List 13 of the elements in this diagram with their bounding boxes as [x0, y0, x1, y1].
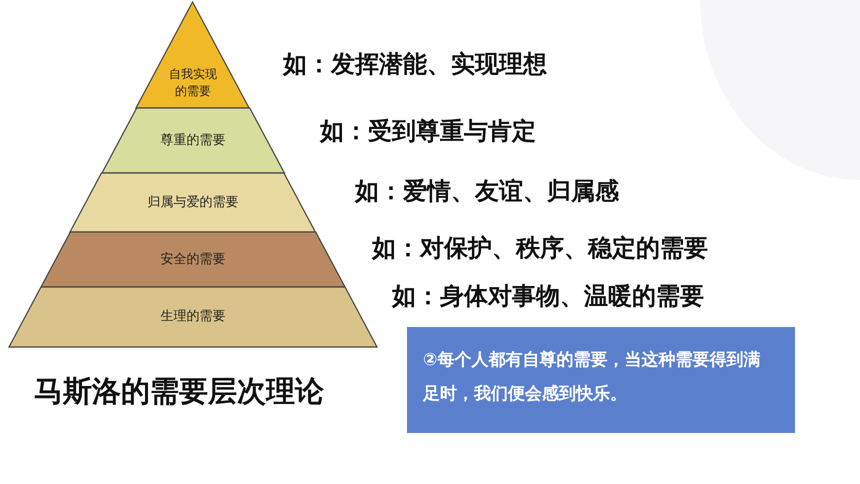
band-label: 尊重的需要 — [159, 132, 226, 148]
band-label: 安全的需要 — [160, 250, 226, 268]
band-label: 自我实现的需要 — [168, 66, 218, 100]
example-text: 如：身体对事物、温暖的需要 — [392, 281, 704, 312]
band-label: 生理的需要 — [160, 308, 226, 325]
example-text: 如：受到尊重与肯定 — [320, 116, 536, 147]
band-label: 归属与爱的需要 — [146, 194, 240, 210]
example-text: 如：发挥潜能、实现理想 — [283, 49, 547, 80]
example-text: 如：爱情、友谊、归属感 — [355, 176, 619, 207]
example-text: 如：对保护、秩序、稳定的需要 — [372, 233, 708, 264]
caption: 马斯洛的需要层次理论 — [34, 373, 324, 410]
info-text: ②每个人都有自尊的需要，当这种需要得到满足时，我们便会感到快乐。 — [423, 349, 762, 406]
info-box — [407, 327, 795, 433]
